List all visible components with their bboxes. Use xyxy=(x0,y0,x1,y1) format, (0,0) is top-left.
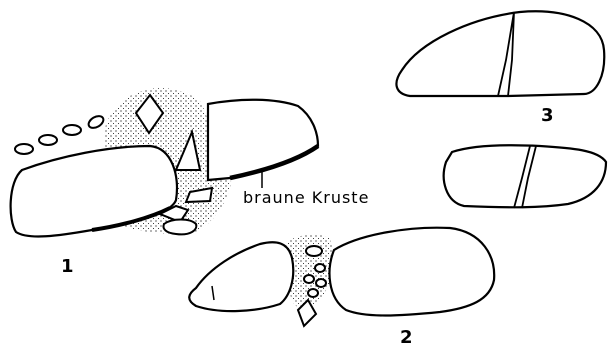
group2-pebble xyxy=(304,275,314,283)
group1-pebble xyxy=(15,144,33,154)
group2-right-stone xyxy=(330,228,495,316)
group2-pebble xyxy=(315,264,325,272)
group2-pebble xyxy=(316,279,326,287)
group2-pebble xyxy=(308,289,318,297)
group1-small-fragment xyxy=(164,220,197,235)
group1-pebble xyxy=(87,114,106,131)
crust-label: braune Kruste xyxy=(243,190,369,206)
group1-pebble xyxy=(39,135,57,145)
group1-label: 1 xyxy=(61,258,74,276)
group2-left-stone xyxy=(189,242,293,311)
group2-label: 2 xyxy=(400,329,413,347)
group1-pebble xyxy=(63,125,81,135)
group3-label: 3 xyxy=(541,107,554,125)
group2-pebble xyxy=(306,246,322,256)
